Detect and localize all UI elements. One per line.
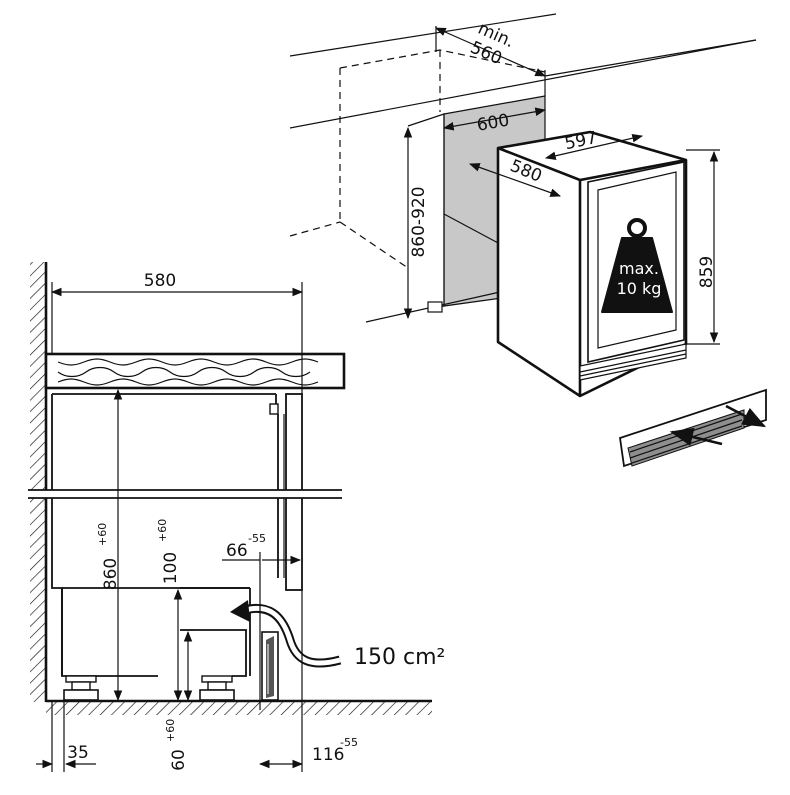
label-foot-height: 60 +60 <box>164 719 189 771</box>
svg-text:116: 116 <box>312 745 344 765</box>
svg-text:60: 60 <box>169 749 189 771</box>
weight-icon <box>601 218 673 313</box>
svg-text:-55: -55 <box>248 532 266 545</box>
label-vent-area: 150 cm² <box>354 645 445 670</box>
appliance-view: max. 10 kg <box>468 130 720 398</box>
svg-text:+60: +60 <box>96 523 109 546</box>
label-side-height: 860 +60 <box>96 523 121 590</box>
label-plinth-depth: 116 -55 <box>312 736 358 765</box>
foot-left <box>63 675 99 701</box>
label-niche-height: 860-920 <box>409 186 429 257</box>
svg-text:+60: +60 <box>164 719 177 742</box>
vent-grille-detail <box>619 388 767 468</box>
label-appliance-height: 859 <box>697 256 717 288</box>
svg-text:-55: -55 <box>340 736 358 749</box>
side-section-view <box>28 262 432 772</box>
airflow-arrow <box>230 600 342 668</box>
label-plinth-height: 100 +60 <box>156 519 181 584</box>
weight-line2: 10 kg <box>617 279 662 298</box>
svg-text:100: 100 <box>161 552 181 584</box>
svg-text:66: 66 <box>226 541 248 561</box>
plinth-grille <box>261 631 279 701</box>
svg-text:+60: +60 <box>156 519 169 542</box>
svg-text:860: 860 <box>101 558 121 590</box>
foot-right <box>199 675 235 701</box>
weight-line1: max. <box>619 259 659 278</box>
label-foot-offset: 35 <box>67 743 89 763</box>
label-side-depth: 580 <box>144 271 176 291</box>
label-recess: 66 -55 <box>226 532 266 561</box>
